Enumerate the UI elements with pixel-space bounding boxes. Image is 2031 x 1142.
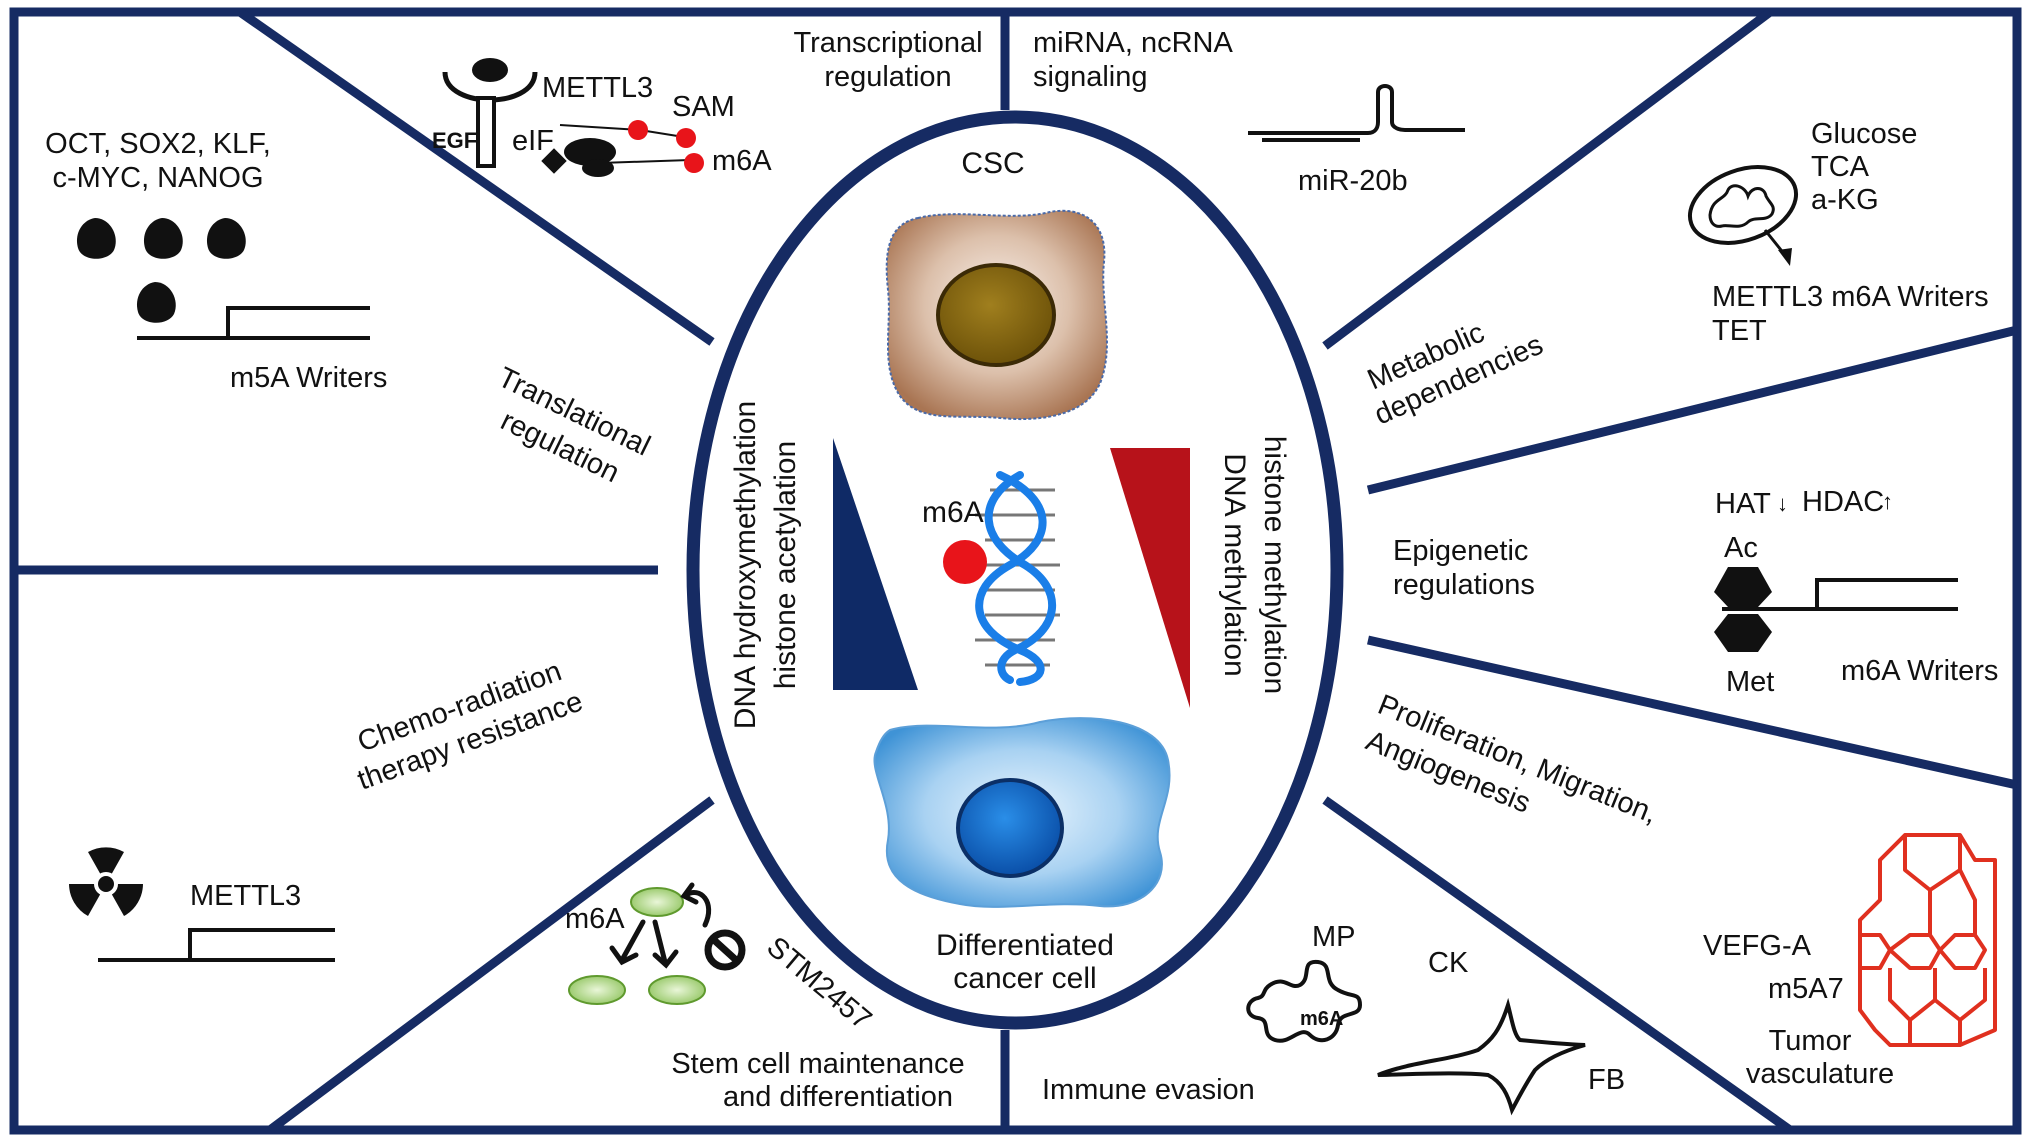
divider-lower-left — [267, 796, 715, 1134]
egf-receptor-icon — [442, 58, 538, 168]
metabolic-target-1: METTL3 m6A Writers — [1712, 281, 1989, 313]
immune-title: Immune evasion — [1042, 1074, 1255, 1106]
fibroblast-icon — [1377, 997, 1586, 1116]
vasculature-label-1: Tumor — [1769, 1025, 1852, 1057]
stem-cell-icon — [630, 887, 684, 917]
divider-right-1 — [1366, 325, 2019, 495]
sector-epigenetic: Epigenetic regulations HAT ↓ HDAC ↑ Ac M… — [1393, 486, 1998, 698]
epigenetic-gene-icon — [1722, 578, 1958, 611]
stem-title-1: Stem cell maintenance — [671, 1048, 964, 1080]
mitochondrion-icon — [1687, 165, 1799, 266]
m6a-stem-label: m6A — [565, 903, 625, 935]
metabolite-akg: a-KG — [1811, 184, 1879, 216]
m6a-center-label: m6A — [922, 496, 984, 529]
csc-label: CSC — [961, 147, 1024, 180]
left-axis-line-2: histone acetylation — [769, 441, 802, 690]
mettl3-chemo-label: METTL3 — [190, 880, 301, 912]
central-ellipse — [686, 110, 1344, 1030]
epigenetic-title-1: Epigenetic — [1393, 535, 1528, 567]
central-ellipse-group: CSC DNA hydroxymethylation histone acety… — [686, 110, 1344, 1030]
navy-gradient-triangle — [833, 438, 918, 690]
fb-label: FB — [1588, 1064, 1625, 1096]
frame-and-dividers — [9, 7, 2022, 1135]
sector-transcriptional: Transcriptional regulation OCT, SOX2, KL… — [45, 27, 982, 394]
m6a-translational-label: m6A — [712, 145, 772, 177]
m5a7-label: m5A7 — [1768, 973, 1844, 1005]
sector-mirna: miRNA, ncRNA signaling miR-20b — [1033, 27, 1465, 197]
divider-lower-right — [1322, 796, 1793, 1134]
rna-helix-icon — [975, 471, 1060, 686]
right-axis-line-1: DNA methylation — [1218, 453, 1251, 676]
csc-nucleus — [936, 263, 1056, 367]
nucleosome-icon — [1714, 567, 1772, 652]
eif-label: eIF — [512, 125, 554, 157]
mirna-title-2: signaling — [1033, 61, 1147, 93]
radiation-icon — [69, 847, 143, 916]
differentiated-label-2: cancer cell — [953, 962, 1096, 995]
metabolic-target-2: TET — [1712, 315, 1767, 347]
tumor-vasculature-icon — [1858, 833, 1997, 1047]
m5a-writers-label: m5A Writers — [230, 362, 387, 394]
mirna-hairpin-icon — [1248, 84, 1465, 142]
vegf-label: VEFG-A — [1703, 930, 1812, 962]
gene-promoter-icon — [137, 306, 370, 340]
ribosome-mrna-icon — [541, 120, 704, 177]
left-axis-line-1: DNA hydroxymethylation — [729, 401, 762, 729]
daughter-cell-left-icon — [568, 975, 626, 1005]
m6a-writers-epigenetic-label: m6A Writers — [1841, 655, 1998, 687]
transcription-factors-2: c-MYC, NANOG — [52, 162, 263, 194]
divider-upper-left — [237, 8, 715, 346]
ck-label: CK — [1428, 947, 1469, 979]
transcriptional-title-2: regulation — [824, 61, 951, 93]
divider-right-2 — [1367, 635, 2018, 790]
mir-20b-label: miR-20b — [1298, 165, 1408, 197]
mp-label: MP — [1312, 921, 1356, 953]
daughter-cell-right-icon — [648, 975, 706, 1005]
sector-chemo: Chemo-radiation therapy resistance METTL… — [69, 655, 587, 962]
mirna-title-1: miRNA, ncRNA — [1033, 27, 1233, 59]
vasculature-label-2: vasculature — [1746, 1058, 1894, 1090]
transcriptional-title-1: Transcriptional — [793, 27, 982, 59]
right-axis-line-2: histone methylation — [1258, 436, 1291, 695]
ac-label: Ac — [1724, 532, 1758, 564]
chemo-gene-icon — [98, 928, 335, 962]
transcription-factors-1: OCT, SOX2, KLF, — [45, 128, 271, 160]
met-label: Met — [1726, 666, 1774, 698]
metabolite-glucose: Glucose — [1811, 118, 1917, 150]
epigenetic-title-2: regulations — [1393, 569, 1535, 601]
inhibitor-icon — [704, 929, 746, 971]
sector-immune: Immune evasion MP CK FB m6A — [1042, 921, 1625, 1116]
metabolite-tca: TCA — [1811, 151, 1870, 183]
divider-upper-right — [1322, 8, 1773, 350]
sam-label: SAM — [672, 91, 735, 123]
sector-metabolic: Glucose TCA a-KG METTL3 m6A Writers TET … — [1363, 118, 1989, 431]
hdac-label: HDAC — [1802, 486, 1884, 518]
macrophage-icon — [1246, 959, 1363, 1043]
mp-m6a-label: m6A — [1300, 1008, 1343, 1030]
hat-label: HAT — [1715, 488, 1771, 520]
m6a-dot — [943, 540, 987, 584]
stem-title-2: and differentiation — [723, 1081, 953, 1113]
egf-label: EGF — [432, 128, 477, 153]
differentiated-label-1: Differentiated — [936, 929, 1114, 962]
down-arrow-icon: ↓ — [1777, 491, 1788, 516]
differentiated-nucleus — [956, 778, 1064, 878]
red-gradient-triangle — [1110, 448, 1190, 708]
mettl3-translational-label: METTL3 — [542, 72, 653, 104]
up-arrow-icon: ↑ — [1882, 489, 1893, 514]
differentiation-arrows-icon — [609, 882, 712, 969]
transcription-factor-icons — [76, 218, 246, 323]
